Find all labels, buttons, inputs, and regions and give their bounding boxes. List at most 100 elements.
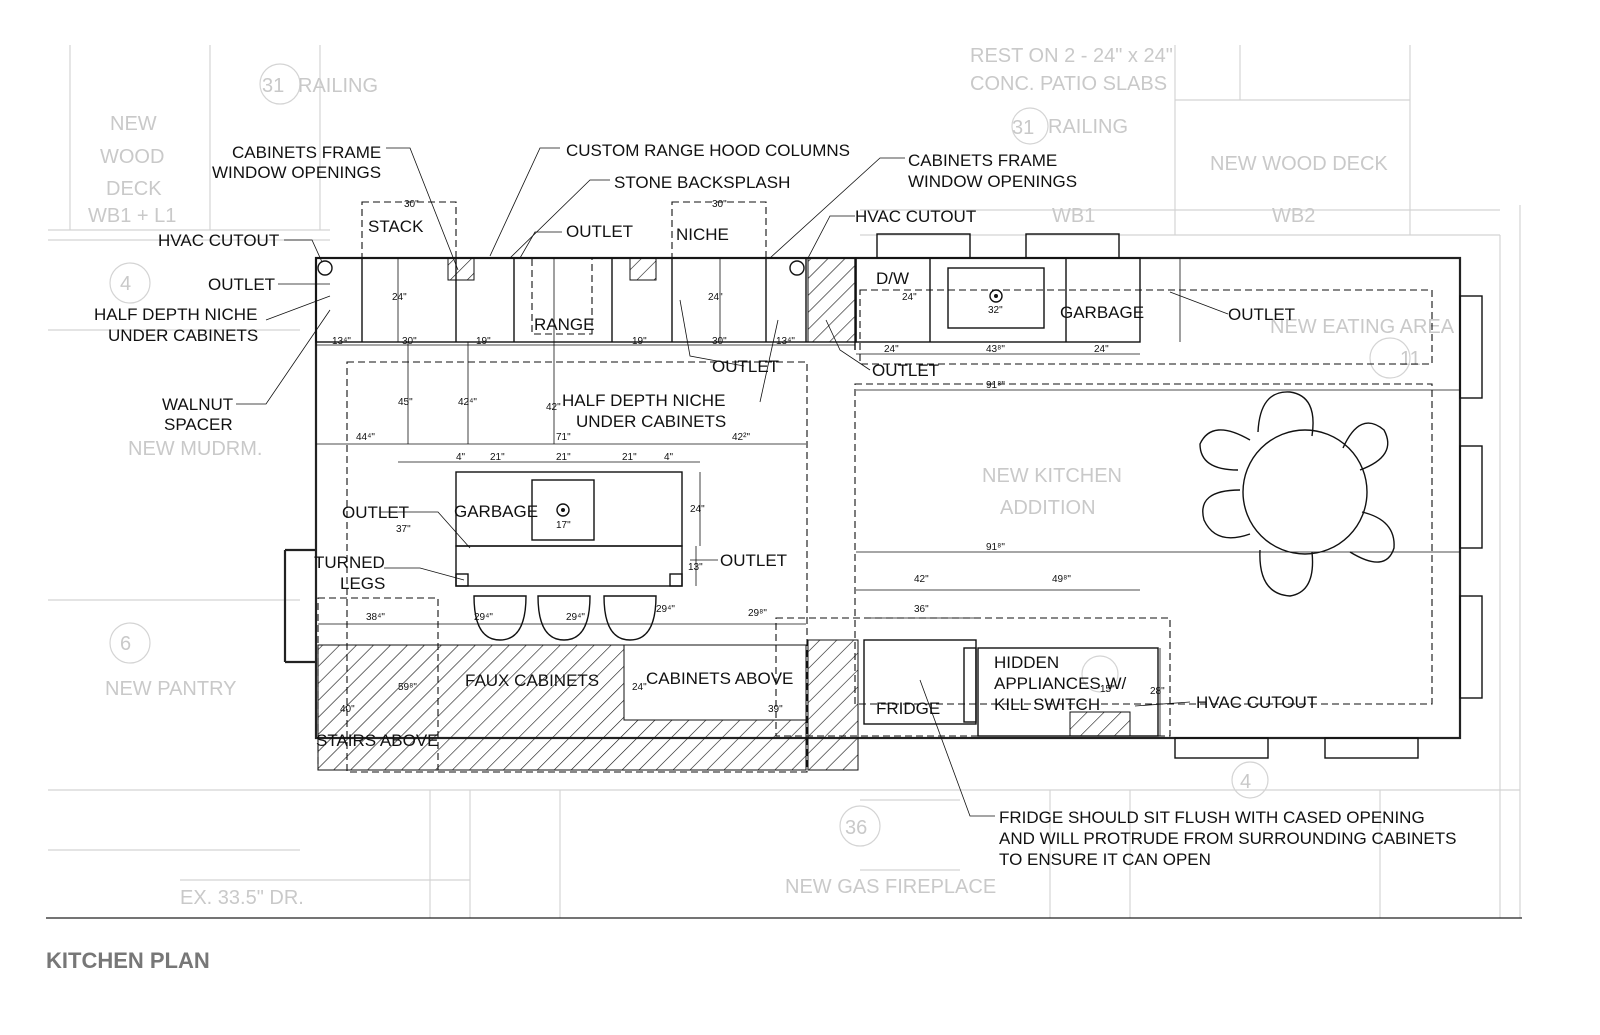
- label-hidden-2: APPLIANCES W/: [994, 674, 1127, 693]
- svg-text:71": 71": [556, 432, 571, 443]
- label-walnut: WALNUT: [162, 395, 233, 414]
- svg-text:29⁴": 29⁴": [566, 612, 585, 623]
- dining-table: [1199, 391, 1395, 597]
- svg-text:29⁴": 29⁴": [474, 612, 493, 623]
- svg-text:91⁸": 91⁸": [986, 542, 1005, 553]
- svg-text:24": 24": [902, 292, 917, 303]
- svg-text:13": 13": [688, 562, 703, 573]
- grid-bubble-text: 11: [1400, 348, 1421, 370]
- svg-text:REST ON 2 - 24" x 24": REST ON 2 - 24" x 24": [970, 45, 1173, 67]
- svg-text:21": 21": [490, 452, 505, 463]
- svg-text:WOOD: WOOD: [100, 146, 164, 168]
- svg-text:31: 31: [262, 75, 284, 97]
- svg-text:6: 6: [120, 633, 131, 655]
- label-hidden-1: HIDDEN: [994, 653, 1059, 672]
- svg-text:36: 36: [845, 817, 867, 839]
- svg-text:EX. 33.5" DR.: EX. 33.5" DR.: [180, 887, 304, 909]
- svg-text:15": 15": [1100, 684, 1115, 695]
- label-niche: NICHE: [676, 225, 729, 244]
- svg-text:RAILING: RAILING: [298, 75, 378, 97]
- right-cabinet-run: [855, 257, 1433, 365]
- svg-text:ADDITION: ADDITION: [1000, 497, 1096, 519]
- svg-text:42²": 42²": [732, 432, 750, 443]
- svg-text:RAILING: RAILING: [1048, 116, 1128, 138]
- hatched-areas: [317, 257, 1131, 771]
- svg-text:WB1: WB1: [1052, 205, 1095, 227]
- dimension-texts: 30" 30" 24" 24" 24" 30" 30" 19" 19" 13⁴"…: [332, 199, 1165, 715]
- svg-text:32": 32": [988, 305, 1003, 316]
- label-spacer: SPACER: [164, 415, 233, 434]
- label-fridge-note-2: AND WILL PROTRUDE FROM SURROUNDING CABIN…: [999, 829, 1456, 848]
- label-half-depth-left-1: HALF DEPTH NICHE: [94, 305, 257, 324]
- svg-text:38⁴": 38⁴": [366, 612, 385, 623]
- label-outlet-right: OUTLET: [1228, 305, 1295, 324]
- label-cabinets-frame-right-1: CABINETS FRAME: [908, 151, 1057, 170]
- svg-text:19": 19": [632, 336, 647, 347]
- svg-text:59⁸": 59⁸": [398, 682, 417, 693]
- label-outlet-left: OUTLET: [208, 275, 275, 294]
- label-custom-range-hood: CUSTOM RANGE HOOD COLUMNS: [566, 141, 850, 160]
- svg-text:49⁸": 49⁸": [1052, 574, 1071, 585]
- svg-text:43⁸": 43⁸": [986, 344, 1005, 355]
- island: [455, 471, 683, 641]
- svg-text:NEW KITCHEN: NEW KITCHEN: [982, 465, 1122, 487]
- label-hvac-cutout-bottom: HVAC CUTOUT: [1196, 693, 1317, 712]
- svg-text:42": 42": [546, 402, 561, 413]
- svg-text:21": 21": [622, 452, 637, 463]
- svg-text:29⁴": 29⁴": [656, 604, 675, 615]
- svg-text:45": 45": [398, 397, 413, 408]
- svg-text:DECK: DECK: [106, 178, 162, 200]
- svg-text:17": 17": [556, 520, 571, 531]
- svg-text:42⁴": 42⁴": [458, 397, 477, 408]
- svg-text:13⁴": 13⁴": [776, 336, 795, 347]
- label-stone-backsplash: STONE BACKSPLASH: [614, 173, 790, 192]
- svg-text:13⁴": 13⁴": [332, 336, 351, 347]
- svg-text:NEW PANTRY: NEW PANTRY: [105, 678, 237, 700]
- label-garbage-island: GARBAGE: [454, 502, 538, 521]
- label-stairs-above: STAIRS ABOVE: [316, 731, 439, 750]
- callout-labels: CABINETS FRAME WINDOW OPENINGS CUSTOM RA…: [94, 141, 1456, 869]
- svg-text:29⁸": 29⁸": [748, 608, 767, 619]
- svg-text:39": 39": [768, 704, 783, 715]
- svg-text:24": 24": [392, 292, 407, 303]
- label-cabinets-frame-left-2: WINDOW OPENINGS: [212, 163, 381, 182]
- svg-text:24": 24": [690, 504, 705, 515]
- svg-text:31: 31: [1012, 117, 1034, 139]
- upper-cabinet-run: [315, 201, 857, 343]
- svg-text:30": 30": [712, 336, 727, 347]
- dashed-outlines: [317, 361, 1433, 773]
- label-outlet-island-left: OUTLET: [342, 503, 409, 522]
- svg-text:NEW EATING AREA: NEW EATING AREA: [1270, 316, 1455, 338]
- svg-text:4: 4: [1240, 771, 1251, 793]
- label-garbage-right: GARBAGE: [1060, 303, 1144, 322]
- svg-text:4": 4": [456, 452, 466, 463]
- svg-text:NEW: NEW: [110, 113, 157, 135]
- label-cabinets-frame-right-2: WINDOW OPENINGS: [908, 172, 1077, 191]
- label-turned: TURNED: [314, 553, 385, 572]
- svg-text:24": 24": [884, 344, 899, 355]
- svg-text:NEW GAS FIREPLACE: NEW GAS FIREPLACE: [785, 876, 996, 898]
- label-dw: D/W: [876, 269, 909, 288]
- svg-text:40": 40": [340, 704, 355, 715]
- svg-text:44⁴": 44⁴": [356, 432, 375, 443]
- svg-text:21": 21": [556, 452, 571, 463]
- svg-text:24": 24": [632, 682, 647, 693]
- svg-text:4: 4: [120, 273, 131, 295]
- svg-text:37": 37": [396, 524, 411, 535]
- label-cabinets-frame-left-1: CABINETS FRAME: [232, 143, 381, 162]
- svg-text:19": 19": [476, 336, 491, 347]
- svg-text:CONC. PATIO SLABS: CONC. PATIO SLABS: [970, 73, 1167, 95]
- label-faux-cabinets: FAUX CABINETS: [465, 671, 599, 690]
- label-outlet-mid: OUTLET: [872, 361, 939, 380]
- svg-text:NEW MUDRM.: NEW MUDRM.: [128, 438, 262, 460]
- label-fridge-note-1: FRIDGE SHOULD SIT FLUSH WITH CASED OPENI…: [999, 808, 1425, 827]
- label-half-depth-center-1: HALF DEPTH NICHE: [562, 391, 725, 410]
- svg-text:24": 24": [708, 292, 723, 303]
- svg-text:30": 30": [404, 199, 419, 210]
- svg-text:4": 4": [664, 452, 674, 463]
- background-text: NEW WOOD DECK WB1 + L1 RAILING REST ON 2…: [88, 45, 1455, 909]
- svg-text:91⁸": 91⁸": [986, 380, 1005, 391]
- svg-text:36": 36": [914, 604, 929, 615]
- label-half-depth-left-2: UNDER CABINETS: [108, 326, 258, 345]
